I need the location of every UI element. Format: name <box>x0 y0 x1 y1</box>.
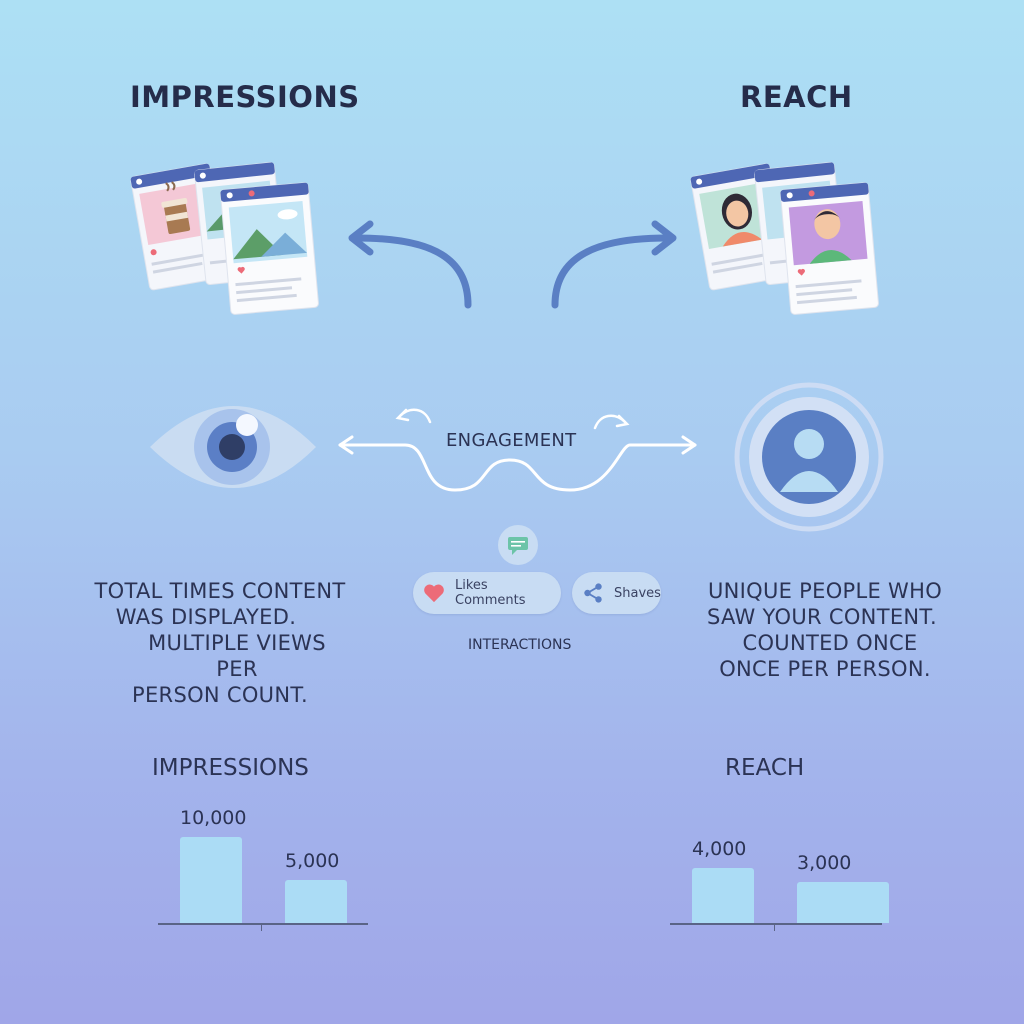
impressions-value-label-2: 5,000 <box>285 850 340 872</box>
impressions-value-label-1: 10,000 <box>180 807 247 829</box>
reach-value-label-1: 4,000 <box>692 838 747 860</box>
reach-chart: 4,000 3,000 <box>670 800 889 931</box>
impressions-chart-tick <box>261 924 262 931</box>
impressions-chart-axis <box>158 923 368 925</box>
curved-arrow-left-icon <box>348 220 472 309</box>
reach-posts-illustration <box>690 162 879 315</box>
impressions-posts-illustration <box>130 162 319 315</box>
post-card-front <box>220 182 319 315</box>
reach-heading: REACH <box>740 80 853 114</box>
reach-description: UNIQUE PEOPLE WHO SAW YOUR CONTENT. COUN… <box>706 579 943 681</box>
impressions-bar-2 <box>285 880 347 923</box>
shares-pill: Shaves <box>572 572 661 614</box>
reach-bar-1 <box>692 868 754 923</box>
impressions-chart-title: IMPRESSIONS <box>152 755 309 781</box>
reach-chart-tick <box>774 924 775 931</box>
impressions-description: TOTAL TIMES CONTENT WAS DISPLAYED. MULTI… <box>94 579 346 707</box>
reach-bar-2 <box>797 882 889 923</box>
shares-label: Shaves <box>614 585 661 601</box>
reach-chart-title: REACH <box>725 755 805 781</box>
profile-card-front <box>780 182 879 315</box>
eye-icon <box>150 406 316 488</box>
likes-comments-pill: Likes Comments <box>413 572 561 614</box>
engagement-wave-icon <box>338 408 697 492</box>
heart-icon <box>424 584 444 603</box>
likes-comments-label: Likes Comments <box>455 578 526 608</box>
interactions-label: INTERACTIONS <box>468 637 572 653</box>
reach-chart-axis <box>670 923 882 925</box>
person-avatar-icon <box>734 382 884 532</box>
curved-arrow-right-icon <box>551 220 677 309</box>
engagement-label: ENGAGEMENT <box>446 430 577 451</box>
comment-bubble-icon <box>498 525 538 565</box>
impressions-heading: IMPRESSIONS <box>130 80 360 114</box>
impressions-bar-1 <box>180 837 242 923</box>
impressions-chart: 10,000 5,000 <box>158 800 368 931</box>
share-icon <box>584 583 602 603</box>
reach-value-label-2: 3,000 <box>797 852 852 874</box>
